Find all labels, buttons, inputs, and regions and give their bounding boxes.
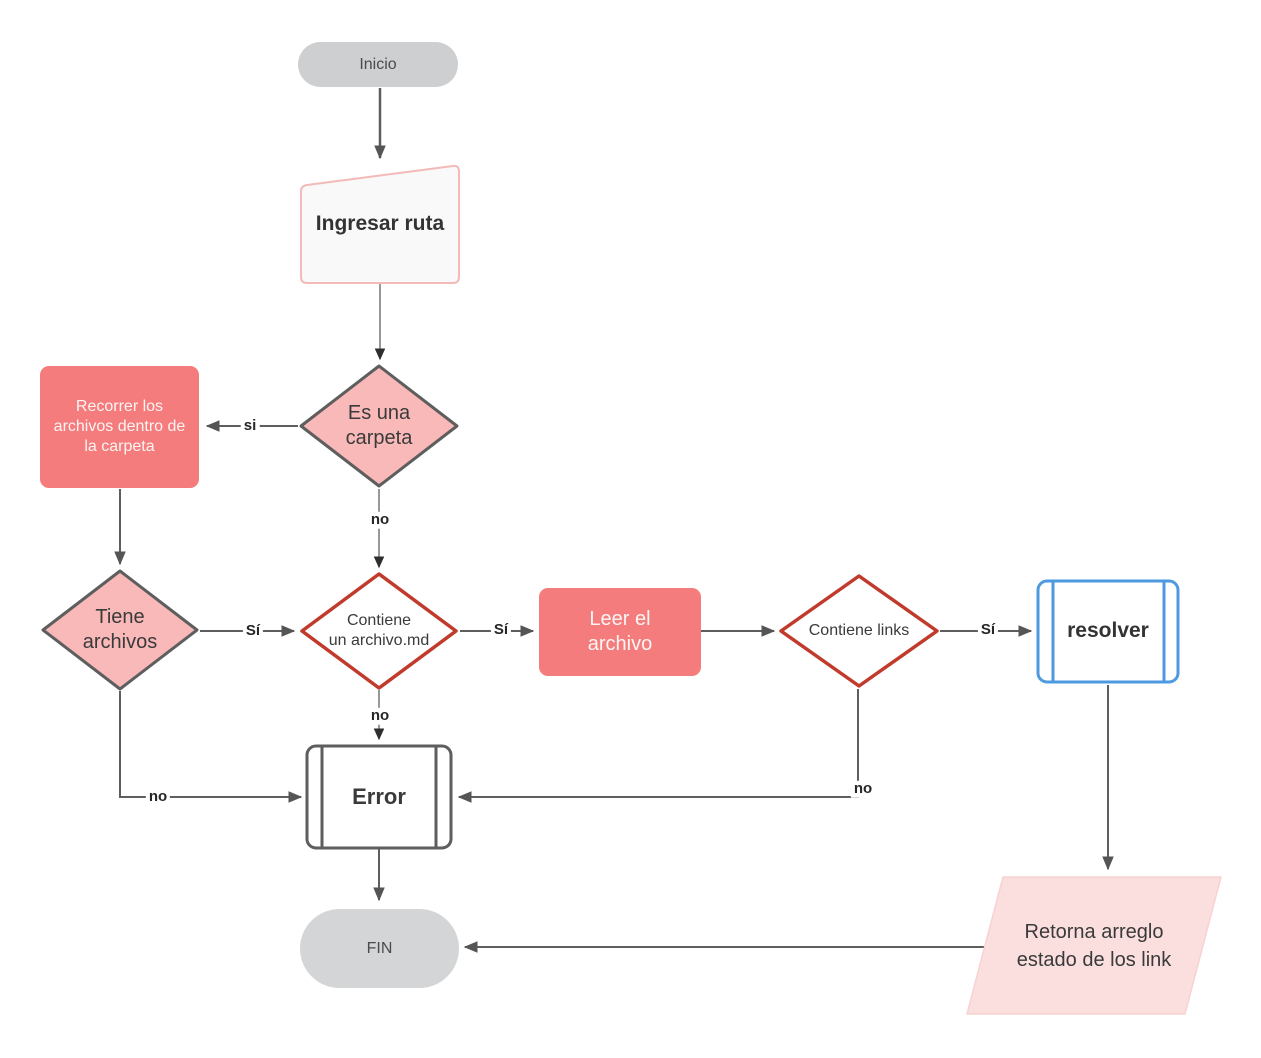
tiene-archivos-decision-shape — [41, 569, 199, 691]
leer-archivo-process-shape — [539, 588, 701, 676]
resolver-predefined-process-shape — [1036, 579, 1180, 684]
es-una-carpeta-decision-shape — [299, 364, 459, 488]
fin-terminator-shape — [300, 909, 459, 988]
ingresar-ruta-manual-input-shape — [300, 164, 460, 284]
contiene-archivo-md-decision-shape — [300, 572, 458, 690]
retorna-arreglo-parallelogram-shape — [966, 876, 1222, 1015]
edge-tiene-archivos-to-error — [119, 691, 303, 803]
inicio-terminator-shape — [298, 42, 458, 87]
recorrer-archivos-process-shape — [40, 366, 199, 488]
edge-contiene-links-to-error — [457, 689, 859, 803]
contiene-links-decision-shape — [779, 574, 939, 688]
error-predefined-process-shape — [305, 744, 453, 850]
